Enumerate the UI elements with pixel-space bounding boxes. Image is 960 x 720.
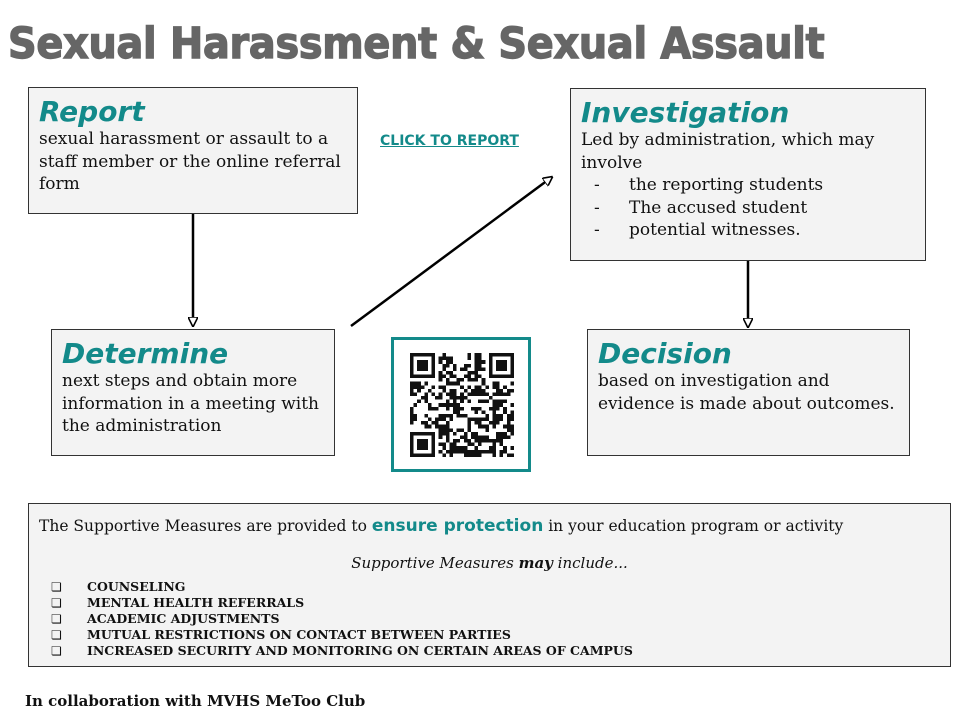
determine-heading: Determine [62, 337, 229, 370]
arrow-determine-to-investigation [350, 177, 552, 328]
decision-text: based on investigation and evidence is m… [598, 371, 895, 414]
may-text: Supportive Measures [351, 554, 519, 572]
measure-label: INCREASED SECURITY AND MONITORING ON CER… [87, 643, 633, 658]
report-box: Report sexual harassment or assault to a… [28, 87, 358, 214]
investigation-box: Investigation Led by administration, whi… [570, 88, 926, 261]
checkbox-icon: ❏ [51, 580, 62, 594]
list-item: ❏ COUNSELING [39, 579, 940, 595]
checkbox-icon: ❏ [51, 612, 62, 626]
checkbox-icon: ❏ [51, 596, 62, 610]
list-item: the reporting students [581, 174, 915, 197]
may-text-end: include... [552, 554, 628, 572]
click-to-report-link[interactable]: CLICK TO REPORT [380, 133, 519, 149]
decision-box: Decision based on investigation and evid… [587, 329, 910, 456]
page-title: Sexual Harassment & Sexual Assault [7, 18, 825, 69]
measure-label: MUTUAL RESTRICTIONS ON CONTACT BETWEEN P… [87, 627, 511, 642]
qr-code-icon [410, 353, 514, 457]
list-item: ❏ ACADEMIC ADJUSTMENTS [39, 611, 940, 627]
intro-text: The Supportive Measures are provided to [39, 517, 372, 535]
measures-list: ❏ COUNSELING ❏ MENTAL HEALTH REFERRALS ❏ AC… [39, 579, 940, 659]
measures-intro: The Supportive Measures are provided to … [39, 515, 940, 537]
report-text: sexual harassment or assault to a staff … [39, 129, 341, 194]
list-item: The accused student [581, 197, 915, 220]
footer-credit: In collaboration with MVHS MeToo Club [25, 692, 366, 710]
determine-text: next steps and obtain more information i… [62, 371, 319, 436]
decision-heading: Decision [598, 337, 732, 370]
checkbox-icon: ❏ [51, 644, 62, 658]
list-item: ❏ MENTAL HEALTH REFERRALS [39, 595, 940, 611]
may-emphasis: may [518, 554, 553, 572]
measure-label: MENTAL HEALTH REFERRALS [87, 595, 305, 610]
intro-text-end: in your education program or activity [543, 517, 844, 535]
investigation-bullets: the reporting students The accused stude… [581, 174, 915, 242]
determine-box: Determine next steps and obtain more inf… [51, 329, 335, 456]
measure-label: COUNSELING [87, 579, 186, 594]
qr-code-frame[interactable] [391, 337, 531, 472]
checkbox-icon: ❏ [51, 628, 62, 642]
intro-highlight: ensure protection [371, 516, 544, 536]
measures-may-include: Supportive Measures may include... [39, 553, 940, 573]
measure-label: ACADEMIC ADJUSTMENTS [87, 611, 280, 626]
list-item: potential witnesses. [581, 219, 915, 242]
investigation-heading: Investigation [581, 96, 790, 129]
investigation-text: Led by administration, which may involve [581, 130, 875, 173]
report-heading: Report [39, 95, 145, 128]
list-item: ❏ MUTUAL RESTRICTIONS ON CONTACT BETWEEN … [39, 627, 940, 643]
list-item: ❏ INCREASED SECURITY AND MONITORING ON CE… [39, 643, 940, 659]
supportive-measures-box: The Supportive Measures are provided to … [28, 503, 951, 667]
